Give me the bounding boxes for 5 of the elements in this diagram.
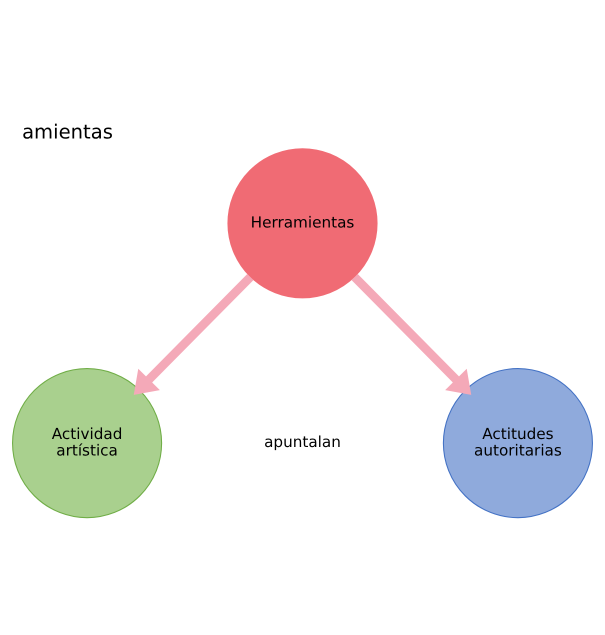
arrow <box>352 274 472 394</box>
diagram-title: amientas <box>22 120 113 143</box>
label: apuntalan <box>264 432 341 451</box>
node-circle: Herramientas <box>227 148 378 298</box>
arrow <box>134 274 254 394</box>
